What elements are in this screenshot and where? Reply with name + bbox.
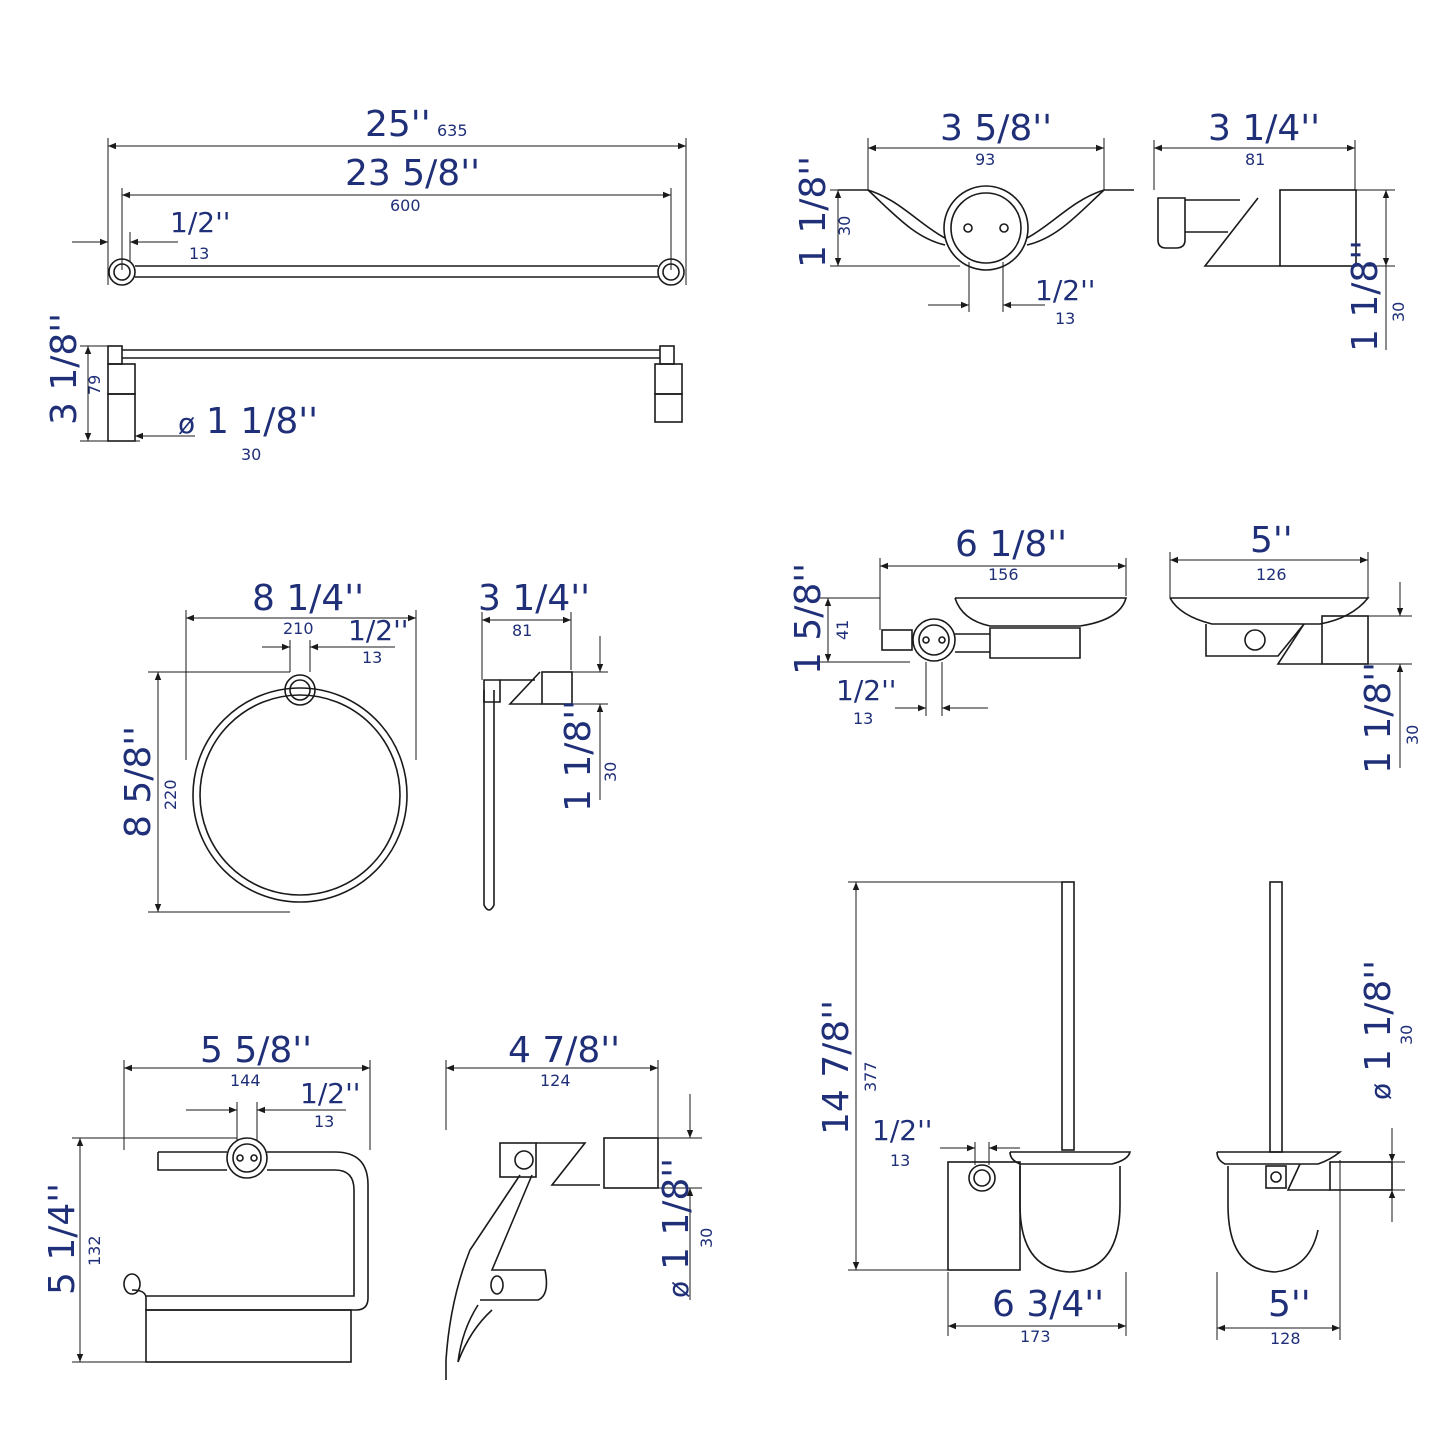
- soap-dish-side-height-mm: 30: [1403, 725, 1422, 745]
- soap-dish-side-view: [1169, 552, 1412, 768]
- paper-holder-width-inch: 5 5/8'': [200, 1030, 312, 1071]
- towel-bar-drawing: 25'' 635 23 5/8'' 600 1/2'' 13 3 1/8'' 7…: [44, 104, 687, 464]
- towel-bar-center-inch: 23 5/8'': [345, 153, 480, 194]
- towel-bar-overall-mm: 635: [437, 121, 468, 140]
- toilet-brush-side-view: [1216, 881, 1405, 1340]
- robe-hook-post-inch: 1/2'': [1035, 274, 1095, 307]
- toilet-brush-post-inch: 1/2'': [872, 1114, 932, 1147]
- towel-ring-ring-mm: 210: [283, 619, 314, 638]
- toilet-brush-height-mm: 377: [861, 1061, 880, 1092]
- toilet-brush-drawing: 14 7/8'' 377 1/2'' 13 6 3/4'' 173 5'' 12…: [816, 881, 1416, 1348]
- paper-holder-depth-mm: 124: [540, 1071, 571, 1090]
- towel-bar-post-mm: 13: [189, 244, 209, 263]
- toilet-brush-dia-inch: 1 1/8'': [1358, 960, 1399, 1072]
- paper-holder-drawing: 5 5/8'' 144 1/2'' 13 5 1/4'' 132 4 7/8''…: [42, 1030, 716, 1380]
- towel-ring-depth-inch: 3 1/4'': [478, 578, 590, 619]
- robe-hook-side-view: [1153, 140, 1395, 350]
- towel-bar-depth-mm: 79: [85, 375, 104, 395]
- soap-dish-height-inch: 1 5/8'': [788, 563, 829, 675]
- towel-bar-post-inch: 1/2'': [170, 206, 230, 239]
- paper-holder-dia-symbol: ø: [662, 1281, 695, 1298]
- soap-dish-post-inch: 1/2'': [836, 674, 896, 707]
- soap-dish-width-mm: 156: [988, 565, 1019, 584]
- soap-dish-depth-inch: 5'': [1250, 520, 1293, 561]
- towel-bar-depth-inch: 3 1/8'': [44, 313, 85, 425]
- robe-hook-depth-inch: 3 1/4'': [1208, 108, 1320, 149]
- towel-ring-post-mm: 13: [362, 648, 382, 667]
- towel-bar-side-view: [80, 345, 683, 442]
- towel-ring-width-inch: 8 1/4'': [252, 578, 364, 619]
- soap-dish-height-mm: 41: [833, 620, 852, 640]
- towel-ring-side-height-inch: 1 1/8'': [558, 700, 599, 812]
- towel-ring-height-inch: 8 5/8'': [118, 726, 159, 838]
- paper-holder-front-view: [72, 1060, 371, 1363]
- toilet-brush-depth-mm: 128: [1270, 1329, 1301, 1348]
- robe-hook-width-mm: 93: [975, 150, 995, 169]
- towel-ring-depth-mm: 81: [512, 621, 532, 640]
- towel-ring-side-height-mm: 30: [601, 762, 620, 782]
- toilet-brush-width-inch: 6 3/4'': [992, 1284, 1104, 1325]
- towel-bar-dia-mm: 30: [241, 445, 261, 464]
- soap-dish-post-mm: 13: [853, 709, 873, 728]
- towel-bar-overall-inch: 25'': [365, 104, 431, 145]
- soap-dish-drawing: 6 1/8'' 156 1 5/8'' 41 1/2'' 13 5'' 126 …: [788, 520, 1422, 774]
- towel-bar-center-mm: 600: [390, 196, 421, 215]
- toilet-brush-dia-symbol: ø: [1364, 1083, 1397, 1100]
- paper-holder-side-view: [445, 1060, 702, 1380]
- soap-dish-side-height-inch: 1 1/8'': [1358, 662, 1399, 774]
- robe-hook-side-height-inch: 1 1/8'': [1345, 240, 1386, 352]
- paper-holder-depth-inch: 4 7/8'': [508, 1030, 620, 1071]
- robe-hook-depth-mm: 81: [1245, 150, 1265, 169]
- towel-bar-dia-symbol: ø: [178, 407, 195, 440]
- robe-hook-post-mm: 13: [1055, 309, 1075, 328]
- soap-dish-depth-mm: 126: [1256, 565, 1287, 584]
- towel-bar-dia-inch: 1 1/8'': [206, 401, 318, 442]
- toilet-brush-width-mm: 173: [1020, 1327, 1051, 1346]
- robe-hook-drawing: 3 5/8'' 93 1 1/8'' 30 1/2'' 13 3 1/4'' 8…: [793, 108, 1408, 352]
- robe-hook-front-view: [830, 138, 1134, 312]
- toilet-brush-front-view: [848, 881, 1132, 1336]
- paper-holder-dia-mm: 30: [697, 1228, 716, 1248]
- robe-hook-side-height-mm: 30: [1389, 302, 1408, 322]
- toilet-brush-post-mm: 13: [890, 1151, 910, 1170]
- towel-ring-front-view: [148, 610, 417, 913]
- towel-ring-post-inch: 1/2'': [348, 614, 408, 647]
- toilet-brush-height-inch: 14 7/8'': [816, 1000, 857, 1135]
- paper-holder-height-inch: 5 1/4'': [42, 1183, 83, 1295]
- robe-hook-height-inch: 1 1/8'': [793, 156, 834, 268]
- soap-dish-width-inch: 6 1/8'': [955, 524, 1067, 565]
- paper-holder-dia-inch: 1 1/8'': [656, 1158, 697, 1270]
- towel-bar-front-view: [72, 138, 687, 286]
- towel-ring-side-view: [481, 612, 608, 911]
- robe-hook-height-mm: 30: [835, 216, 854, 236]
- robe-hook-width-inch: 3 5/8'': [940, 108, 1052, 149]
- soap-dish-front-view: [818, 558, 1128, 716]
- towel-ring-height-mm: 220: [161, 779, 180, 810]
- paper-holder-post-mm: 13: [314, 1112, 334, 1131]
- toilet-brush-dia-mm: 30: [1397, 1025, 1416, 1045]
- paper-holder-post-inch: 1/2'': [300, 1077, 360, 1110]
- paper-holder-height-mm: 132: [85, 1235, 104, 1266]
- paper-holder-width-mm: 144: [230, 1071, 261, 1090]
- towel-ring-drawing: 8 1/4'' 210 1/2'' 13 8 5/8'' 220 3 1/4''…: [118, 578, 620, 913]
- toilet-brush-depth-inch: 5'': [1268, 1284, 1311, 1325]
